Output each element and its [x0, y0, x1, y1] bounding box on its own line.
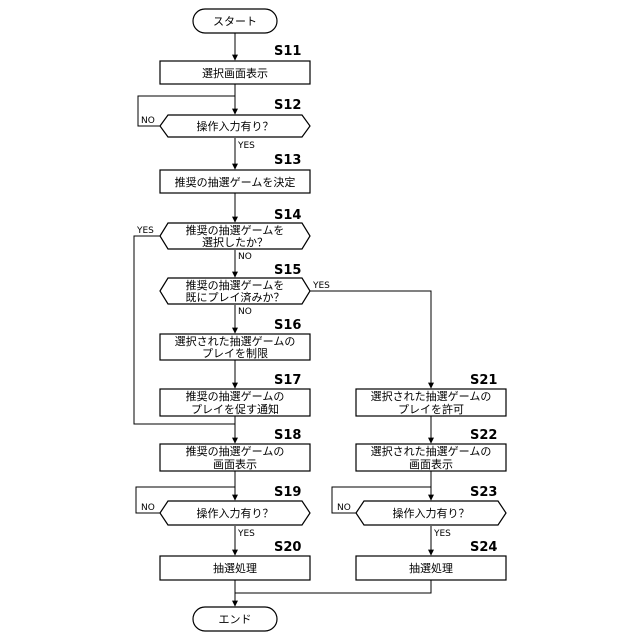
s14-text-line1: 推奨の抽選ゲームを	[186, 223, 285, 237]
step-s24: 抽選処理	[356, 556, 506, 580]
s17-text-line1: 推奨の抽選ゲームの	[186, 389, 285, 403]
s13-text: 推奨の抽選ゲームを決定	[175, 175, 296, 189]
s12-no-label: NO	[141, 116, 155, 126]
s22-text-line1: 選択された抽選ゲームの	[371, 444, 492, 458]
label-s11: S11	[274, 44, 301, 59]
s19-text: 操作入力有り？	[197, 506, 274, 520]
step-labels: S11 S12 S13 S14 S15 S16 S17 S18 S19 S20 …	[274, 44, 497, 555]
label-s21: S21	[470, 373, 497, 388]
edge-s24-end	[235, 580, 431, 593]
s18-text-line1: 推奨の抽選ゲームの	[186, 444, 285, 458]
label-s24: S24	[470, 540, 497, 555]
label-s12: S12	[274, 98, 301, 113]
s12-text: 操作入力有り？	[197, 119, 274, 133]
step-s16: 選択された抽選ゲームの プレイを制限	[160, 334, 310, 360]
label-s14: S14	[274, 208, 301, 223]
step-s19-decision: 操作入力有り？	[160, 501, 310, 525]
s14-no-label: NO	[238, 252, 252, 262]
step-s18: 推奨の抽選ゲームの 画面表示	[160, 444, 310, 471]
s18-text-line2: 画面表示	[213, 457, 257, 471]
label-s19: S19	[274, 485, 301, 500]
s22-text-line2: 画面表示	[409, 457, 453, 471]
label-s13: S13	[274, 153, 301, 168]
s16-text-line1: 選択された抽選ゲームの	[175, 334, 296, 348]
start-terminal: スタート	[193, 9, 277, 33]
s12-yes-label: YES	[237, 141, 255, 151]
step-s13: 推奨の抽選ゲームを決定	[160, 170, 310, 193]
step-s20: 抽選処理	[160, 556, 310, 580]
step-s11: 選択画面表示	[160, 61, 310, 84]
s19-no-label: NO	[141, 503, 155, 513]
edge-s15-yes	[310, 291, 431, 388]
step-s12-decision: 操作入力有り？	[160, 115, 310, 137]
s21-text-line1: 選択された抽選ゲームの	[371, 389, 492, 403]
label-s18: S18	[274, 428, 301, 443]
step-s21: 選択された抽選ゲームの プレイを許可	[356, 389, 506, 416]
label-s23: S23	[470, 485, 497, 500]
end-terminal: エンド	[193, 607, 277, 631]
s23-text: 操作入力有り？	[393, 506, 470, 520]
step-s22: 選択された抽選ゲームの 画面表示	[356, 444, 506, 471]
s23-yes-label: YES	[433, 529, 451, 539]
label-s17: S17	[274, 373, 301, 388]
s17-text-line2: プレイを促す通知	[191, 402, 279, 416]
s23-no-label: NO	[337, 503, 351, 513]
s14-text-line2: 選択したか？	[202, 235, 268, 249]
s24-text: 抽選処理	[409, 561, 453, 575]
s19-yes-label: YES	[237, 529, 255, 539]
s15-no-label: NO	[238, 307, 252, 317]
label-s22: S22	[470, 428, 497, 443]
step-s15-decision: 推奨の抽選ゲームを 既にプレイ済みか？	[160, 278, 310, 304]
s21-text-line2: プレイを許可	[398, 403, 464, 416]
label-s16: S16	[274, 318, 301, 333]
start-text: スタート	[213, 15, 257, 28]
s11-text: 選択画面表示	[202, 66, 268, 80]
label-s20: S20	[274, 540, 301, 555]
s15-text-line1: 推奨の抽選ゲームを	[186, 278, 285, 292]
step-s17: 推奨の抽選ゲームの プレイを促す通知	[160, 389, 310, 416]
end-text: エンド	[219, 613, 252, 626]
label-s15: S15	[274, 263, 301, 278]
step-s14-decision: 推奨の抽選ゲームを 選択したか？	[160, 223, 310, 249]
s15-text-line2: 既にプレイ済みか？	[186, 290, 285, 304]
s16-text-line2: プレイを制限	[202, 347, 268, 360]
s20-text: 抽選処理	[213, 561, 257, 575]
step-s23-decision: 操作入力有り？	[356, 501, 506, 525]
s14-yes-label: YES	[136, 226, 154, 236]
s15-yes-label: YES	[312, 281, 330, 291]
